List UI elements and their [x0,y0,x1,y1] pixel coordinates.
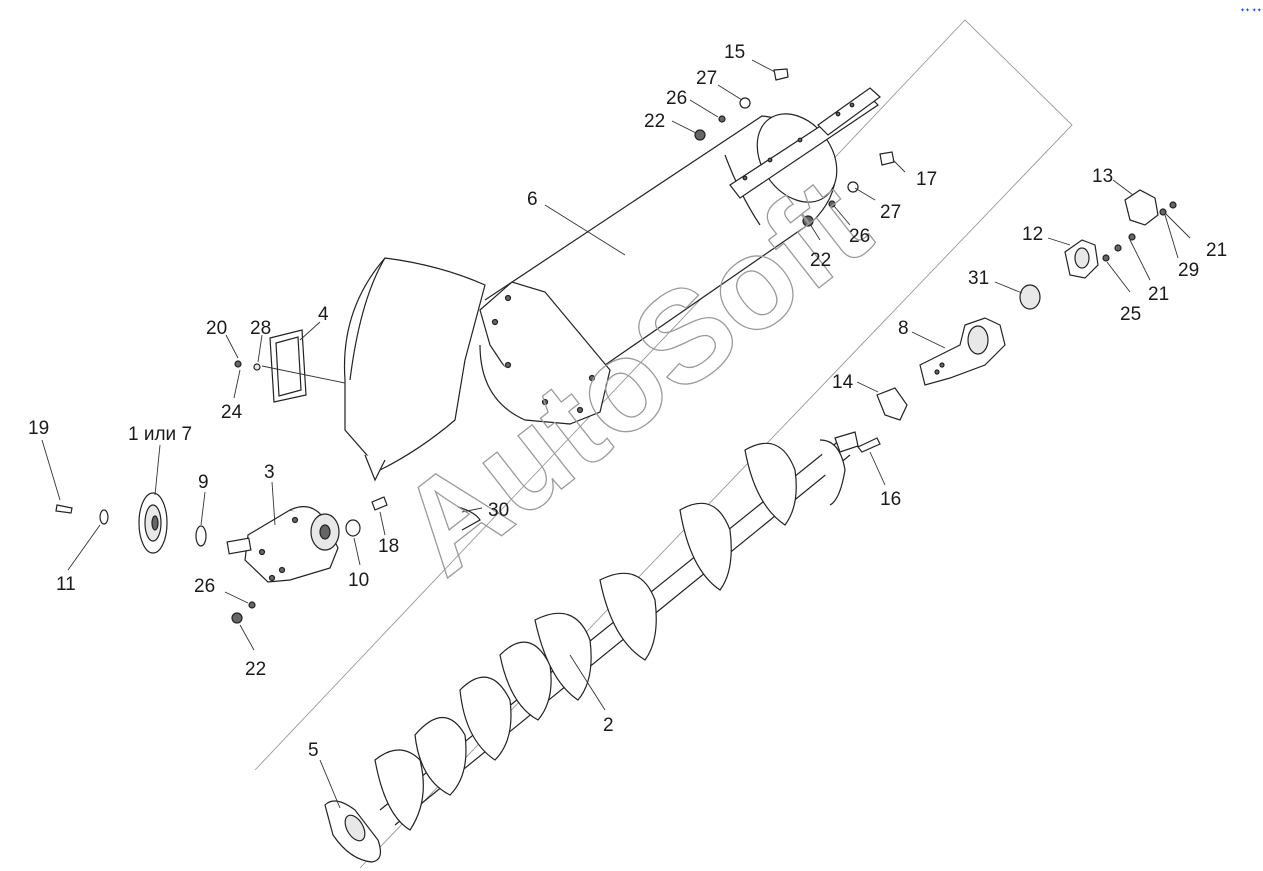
label-27-mid: 27 [880,202,901,223]
bolt-17 [879,151,895,166]
label-12: 12 [1022,224,1043,245]
label-26-mid: 26 [849,226,870,247]
corner-mark: ✦✦ ✦✦✦ [1240,7,1263,14]
label-28: 28 [250,318,271,339]
label-10: 10 [348,570,369,591]
label-5: 5 [308,740,319,761]
tube-mounting-strip [729,87,881,199]
label-17: 17 [916,169,937,190]
washer-21c [1128,233,1136,241]
label-21b: 21 [1148,284,1169,305]
part-labels: 15 27 26 22 17 27 26 22 6 13 12 21 29 21… [28,42,1227,761]
gearbox [226,506,340,583]
washer-20 [234,360,242,368]
washer-9 [195,525,207,547]
washer-25 [1102,254,1110,262]
label-2: 2 [603,715,614,736]
nut-21b [1114,244,1122,252]
label-9: 9 [198,472,209,493]
label-31: 31 [968,268,989,289]
label-25: 25 [1120,304,1141,325]
end-flange [324,800,382,863]
nut-22-mid [802,215,814,227]
label-26-lower: 26 [194,576,215,597]
bolt-19 [55,504,73,514]
label-4: 4 [318,304,329,325]
cap-13 [1124,189,1159,226]
nut-22-lower [231,612,243,624]
label-19: 19 [28,418,49,439]
washer-11 [99,509,109,525]
washer-26-lower [248,601,256,609]
flange-14 [876,387,908,421]
auger-housing [343,257,486,482]
label-8: 8 [898,318,909,339]
label-29: 29 [1178,260,1199,281]
label-15: 15 [724,42,745,63]
bolt-15 [773,68,789,81]
washer-29 [1159,208,1167,216]
label-1-or-7: 1 или 7 [128,424,192,445]
leader-lines [41,59,1191,809]
auger-screw [374,431,859,831]
bolt-18 [371,496,388,511]
bearing-bracket-8 [919,317,1006,386]
washer-28 [253,363,261,371]
label-14: 14 [832,372,854,393]
bolt-16 [857,437,881,453]
washer-27-top [739,97,751,109]
label-6: 6 [527,189,538,210]
label-22-mid: 22 [810,250,831,271]
label-21a: 21 [1206,240,1227,261]
nut-22-top [694,129,706,141]
label-30: 30 [488,500,509,521]
label-18: 18 [378,536,399,557]
nut-21a [1169,201,1177,209]
label-24: 24 [221,402,243,423]
bushing-10 [345,519,361,537]
label-16: 16 [880,489,901,510]
pin-30 [457,506,481,531]
label-20: 20 [206,318,227,339]
label-13: 13 [1092,166,1113,187]
washer-26-mid [828,200,836,208]
label-26-top: 26 [666,88,687,109]
washer-27-mid [847,181,859,193]
label-27-top: 27 [696,68,717,89]
assembly-frame [254,19,1073,869]
sprocket [138,492,168,554]
label-22-top: 22 [644,111,665,132]
housing-12 [1064,239,1099,279]
cover-plate [269,329,307,403]
label-22-lower: 22 [245,659,266,680]
label-3: 3 [264,462,275,483]
seal-31 [1019,284,1041,310]
washer-26-top [718,115,726,123]
label-11: 11 [56,574,76,595]
